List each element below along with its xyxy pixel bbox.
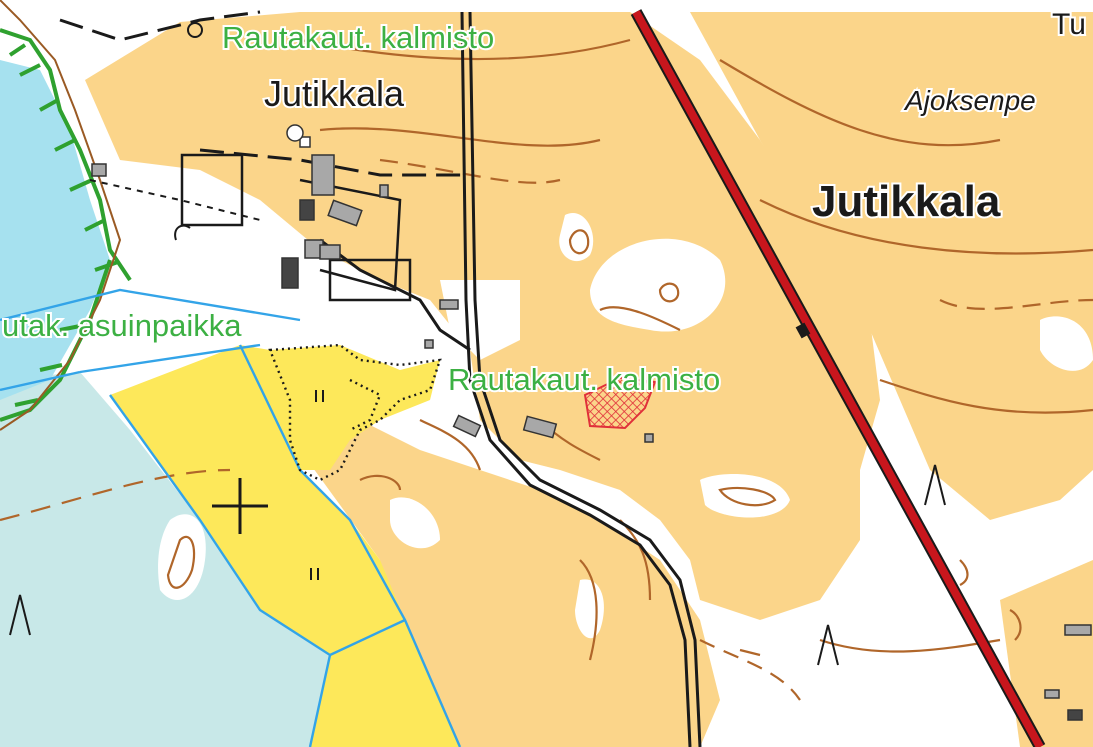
edge-label-partial: Tu bbox=[1052, 8, 1086, 41]
area-label-partial: Ajoksenpe bbox=[903, 85, 1036, 116]
clearing-2 bbox=[559, 213, 594, 262]
field-middle bbox=[270, 345, 440, 470]
antiquity-label-middle[interactable]: Rautakaut. kalmisto bbox=[446, 360, 722, 399]
meadow-symbol-icon bbox=[9, 464, 946, 666]
antiquity-area-crosshatch bbox=[585, 378, 655, 428]
clearing-3 bbox=[700, 474, 790, 518]
property-boundaries bbox=[0, 288, 462, 747]
clearing-7 bbox=[158, 514, 206, 600]
well-icon bbox=[187, 22, 203, 38]
open-land-east bbox=[690, 12, 1093, 520]
antiquity-label-top[interactable]: Rautakaut. kalmisto bbox=[220, 18, 496, 57]
boulder-icon bbox=[174, 224, 191, 241]
open-land-southeast bbox=[1000, 560, 1093, 747]
railway bbox=[630, 9, 1046, 747]
clearing-5 bbox=[390, 497, 440, 549]
field-west bbox=[110, 345, 405, 655]
clearing-4 bbox=[1040, 316, 1093, 371]
shore-reeds bbox=[0, 28, 132, 422]
village-label-large: Jutikkala bbox=[812, 177, 1001, 226]
field-south bbox=[310, 620, 460, 747]
farm-enclosure bbox=[180, 153, 412, 302]
clearing-8 bbox=[440, 280, 520, 360]
lake-deep bbox=[0, 60, 110, 400]
buildings bbox=[91, 124, 1092, 721]
village-label-small: Jutikkala bbox=[264, 73, 405, 114]
shore-line bbox=[0, 0, 122, 431]
settlement-label[interactable]: utak. asuinpaikka bbox=[0, 306, 244, 345]
cross-icon bbox=[212, 478, 268, 534]
marsh-symbol-icon bbox=[310, 390, 324, 580]
dotted-boundaries bbox=[268, 343, 442, 482]
